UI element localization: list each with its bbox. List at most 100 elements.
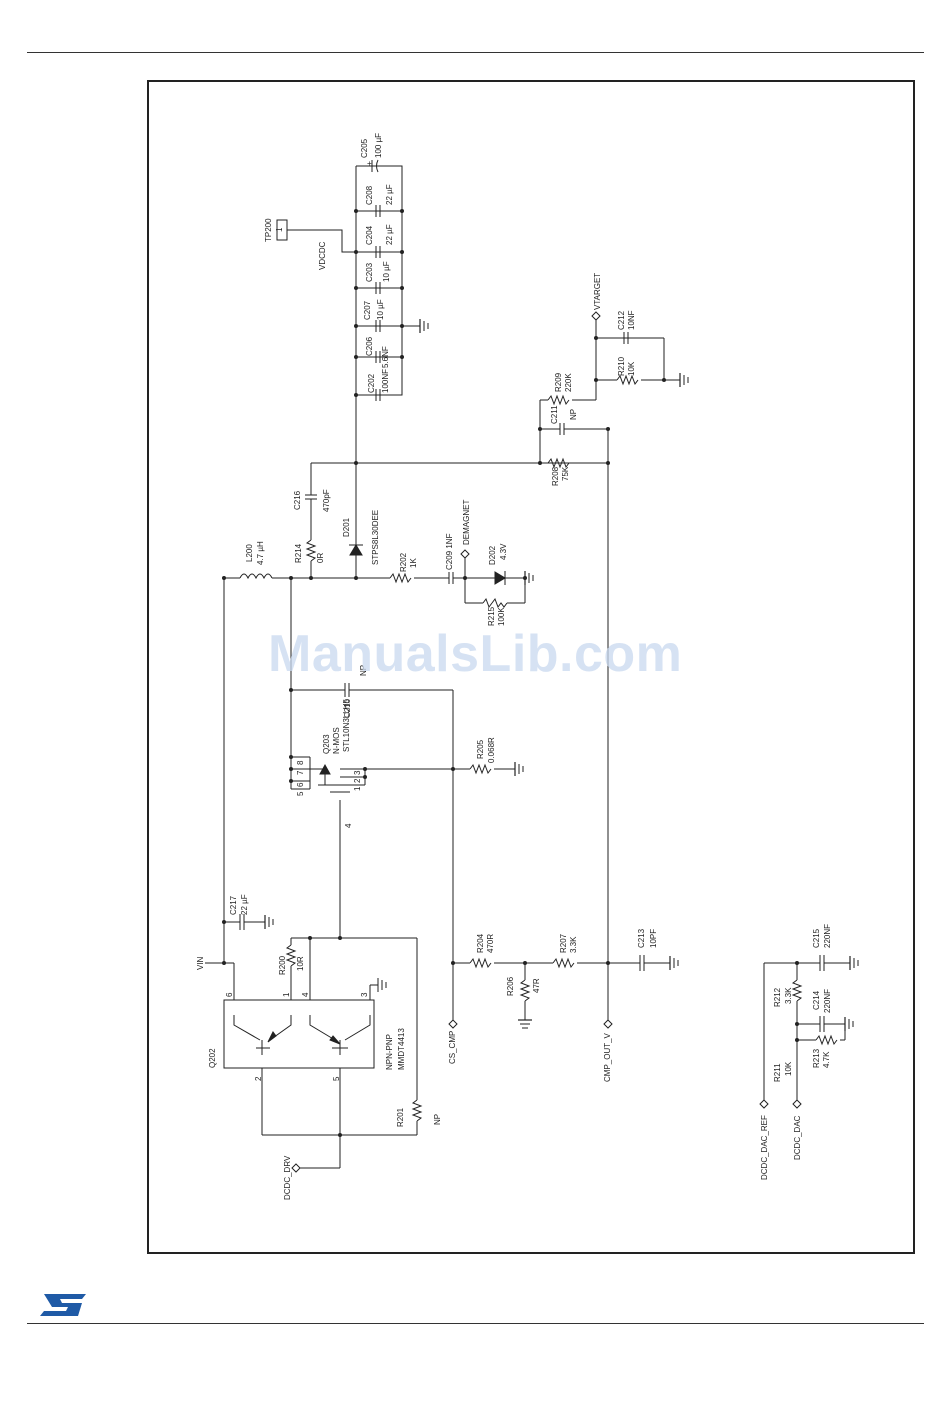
- label-r212-val: 3.3K: [784, 987, 793, 1004]
- label-q-pin-3: 3: [360, 992, 369, 997]
- label-c211-val: NP: [569, 409, 578, 420]
- label-c208-val: 22 µF: [385, 184, 394, 205]
- label-r208: R208: [551, 466, 560, 486]
- label-r204: R204: [476, 933, 485, 953]
- label-r209-val: 220K: [564, 373, 573, 392]
- label-d201: D201: [342, 517, 351, 537]
- label-c203: C203: [365, 262, 374, 282]
- label-q-pin-5: 5: [332, 1076, 341, 1081]
- label-c216-val: 470pF: [322, 489, 331, 512]
- label-pin-5: 5: [296, 791, 305, 796]
- label-r202-val: 1K: [409, 558, 418, 568]
- label-tp-pin: 1: [275, 227, 284, 232]
- label-r215: R215: [487, 606, 496, 626]
- dac-ref-port-icon: [759, 1099, 769, 1109]
- label-d201-val: STPS8L30DEE: [371, 510, 380, 565]
- label-r208-val: 75K: [561, 466, 570, 481]
- label-pin-8: 8: [296, 760, 305, 765]
- label-c210: C210: [343, 698, 352, 718]
- label-r205-val: 0.068R: [487, 737, 496, 763]
- label-q-pin-4: 4: [301, 992, 310, 997]
- label-dcdc-drv: DCDC_DRV: [283, 1155, 292, 1200]
- label-r215-val: 100K: [497, 607, 506, 626]
- label-dcdc-dac: DCDC_DAC: [793, 1115, 802, 1160]
- label-c208: C208: [365, 185, 374, 205]
- label-c211: C211: [550, 405, 559, 424]
- label-c204: C204: [365, 225, 374, 245]
- label-r211-val: 10K: [784, 1061, 793, 1076]
- label-r204-val: 470R: [486, 934, 495, 953]
- label-c213-val: 10PF: [649, 929, 658, 948]
- label-c205: C205: [360, 138, 369, 158]
- label-l200-val: 4.7 µH: [256, 541, 265, 565]
- label-c205-val: 100 µF: [374, 133, 383, 158]
- label-c202: C202: [367, 373, 376, 393]
- label-r210-val: 10K: [627, 361, 636, 376]
- footer-rule: [27, 1323, 924, 1324]
- label-l200: L200: [245, 544, 254, 562]
- label-c217: C217: [229, 895, 238, 915]
- label-r210: R210: [617, 356, 626, 376]
- label-c216: C216: [293, 490, 302, 510]
- label-d202-val: 4.3V: [499, 543, 508, 560]
- label-dcdc-dac-ref: DCDC_DAC_REF: [760, 1115, 769, 1180]
- label-pin-2: 2: [353, 778, 362, 783]
- label-c209: C209 1NF: [445, 533, 454, 570]
- label-r206-val: 47R: [532, 978, 541, 993]
- label-c212-val: 10NF: [627, 310, 636, 330]
- label-c207-val: 10 µF: [376, 299, 385, 320]
- label-tp200: TP200: [264, 218, 273, 242]
- label-r214: R214: [294, 543, 303, 563]
- label-q-pin-1: 1: [282, 992, 291, 997]
- label-q203-type: N-MOS: [332, 727, 341, 754]
- watermark: ManualsLib.com: [268, 625, 683, 683]
- label-pin-3: 3: [353, 770, 362, 775]
- label-q202-part: MMDT4413: [397, 1028, 406, 1070]
- label-c212: C212: [617, 310, 626, 330]
- label-c214: C214: [812, 990, 821, 1010]
- label-cs-cmp: CS_CMP: [448, 1031, 457, 1064]
- label-c204-val: 22 µF: [385, 224, 394, 245]
- label-r214-val: 0R: [316, 553, 325, 563]
- label-r206: R206: [506, 976, 515, 996]
- label-r207: R207: [559, 933, 568, 953]
- label-vin: VIN: [196, 956, 205, 970]
- label-r200-val: 10R: [296, 956, 305, 971]
- label-q-pin-6: 6: [225, 992, 234, 997]
- label-cmp-out-v: CMP_OUT_V: [603, 1032, 612, 1082]
- label-r213: R213: [812, 1048, 821, 1068]
- vtarget-port-icon: [591, 311, 601, 321]
- label-d202: D202: [488, 545, 497, 565]
- label-q202: Q202: [208, 1048, 217, 1068]
- label-r213-val: 4.7K: [822, 1051, 831, 1068]
- cs-cmp-port-icon: [448, 1019, 458, 1029]
- label-pin-1: 1: [353, 786, 362, 791]
- label-vdcdc: VDCDC: [318, 241, 327, 270]
- label-c207: C207: [363, 300, 372, 320]
- label-q-pin-2: 2: [254, 1076, 263, 1081]
- c205-plus-sign: +: [367, 159, 372, 168]
- cmp-out-port-icon: [603, 1019, 613, 1029]
- dac-port-icon: [792, 1099, 802, 1109]
- label-c214-val: 220NF: [823, 989, 832, 1013]
- label-pin-7: 7: [296, 770, 305, 775]
- label-q202-type: NPN-PNP: [385, 1034, 394, 1070]
- label-r201: R201: [396, 1107, 405, 1127]
- label-r209: R209: [554, 372, 563, 392]
- label-c202-val: 100NF: [381, 369, 390, 393]
- label-c206-val: 5.6NF: [381, 346, 390, 368]
- label-c215-val: 220NF: [823, 924, 832, 948]
- label-pin-4: 4: [344, 823, 353, 828]
- st-logo-icon: [40, 1294, 86, 1316]
- label-c206: C206: [365, 336, 374, 356]
- label-vtarget: VTARGET: [593, 273, 602, 310]
- label-np-c210: NP: [359, 665, 368, 676]
- label-r207-val: 3.3K: [569, 936, 578, 953]
- label-pin-6: 6: [296, 782, 305, 787]
- label-r202: R202: [399, 552, 408, 572]
- label-demagnet: DEMAGNET: [462, 500, 471, 545]
- label-c213: C213: [637, 928, 646, 948]
- label-c203-val: 10 µF: [382, 261, 391, 282]
- label-q203: Q203: [322, 734, 331, 754]
- label-r212: R212: [773, 987, 782, 1007]
